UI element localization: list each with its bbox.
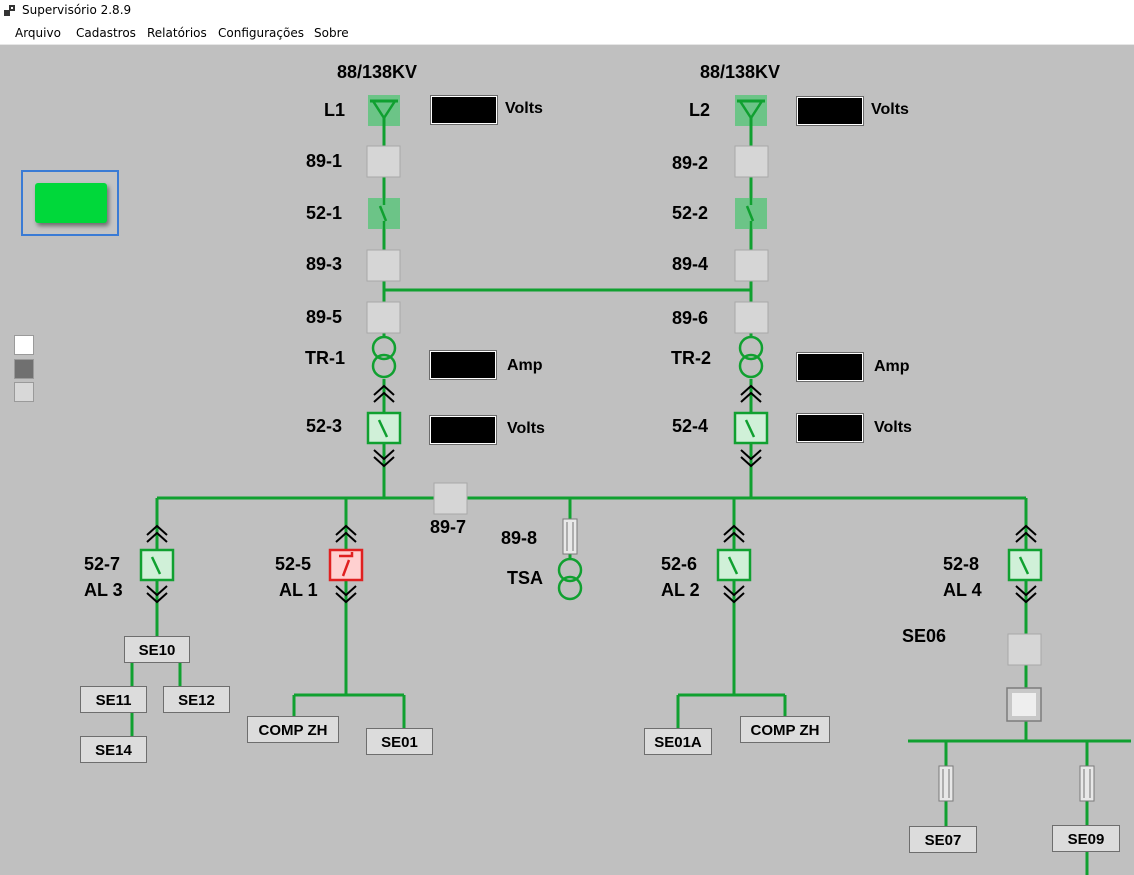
label-89-1: 89-1 — [306, 151, 343, 171]
label-al1: AL 1 — [279, 580, 318, 600]
disconnector-se06-lower-icon[interactable] — [1006, 687, 1042, 722]
substation-se12-button[interactable]: SE12 — [163, 686, 230, 713]
window-title: Supervisório 2.8.9 — [22, 3, 132, 17]
fuse-se09-icon[interactable] — [1079, 765, 1095, 802]
display-l1-voltage — [430, 95, 498, 125]
display-52-4-voltage — [796, 413, 864, 443]
label-89-8: 89-8 — [501, 528, 538, 548]
menu-sobre[interactable]: Sobre — [314, 26, 349, 40]
menu-relatorios[interactable]: Relatórios — [147, 26, 207, 40]
disconnector-89-2-icon[interactable] — [734, 145, 769, 178]
substation-comp-zh-2-button[interactable]: COMP ZH — [740, 716, 830, 743]
label-89-2: 89-2 — [672, 153, 709, 173]
breaker-52-1-icon[interactable] — [368, 198, 400, 229]
label-52-1: 52-1 — [306, 203, 343, 223]
substation-se01-button[interactable]: SE01 — [366, 728, 433, 755]
disconnector-89-4-icon[interactable] — [734, 249, 769, 282]
unit-tr1-amp: Amp — [507, 357, 543, 374]
disconnector-89-1-icon[interactable] — [366, 145, 401, 178]
label-al2: AL 2 — [661, 580, 700, 600]
label-89-6: 89-6 — [672, 308, 709, 328]
label-89-4: 89-4 — [672, 254, 709, 274]
label-89-5: 89-5 — [306, 307, 343, 327]
label-52-3: 52-3 — [306, 416, 343, 436]
label-89-7: 89-7 — [430, 517, 467, 537]
app-icon — [4, 5, 15, 16]
substation-se01a-button[interactable]: SE01A — [644, 728, 712, 755]
breaker-52-8-icon[interactable] — [1007, 548, 1043, 582]
bus-lines — [130, 96, 1131, 875]
label-al3: AL 3 — [84, 580, 123, 600]
voltage-label-right: 88/138KV — [700, 62, 781, 82]
label-52-7: 52-7 — [84, 554, 121, 574]
arrester-l1-icon[interactable] — [368, 95, 400, 126]
label-89-3: 89-3 — [306, 254, 343, 274]
label-tsa: TSA — [507, 568, 543, 588]
display-tr2-current — [796, 352, 864, 382]
substation-se10-button[interactable]: SE10 — [124, 636, 190, 663]
substation-se11-button[interactable]: SE11 — [80, 686, 147, 713]
legend-dark-square — [14, 359, 34, 379]
unit-52-4-volts: Volts — [874, 419, 912, 436]
unit-tr2-amp: Amp — [874, 358, 910, 375]
disconnector-se06-icon[interactable] — [1007, 633, 1042, 666]
menu-bar: Arquivo Cadastros Relatórios Configuraçõ… — [0, 22, 1134, 45]
fuse-89-8-icon[interactable] — [562, 518, 578, 555]
legend-white-square — [14, 335, 34, 355]
legend-light-square — [14, 382, 34, 402]
disconnector-89-5-icon[interactable] — [366, 301, 401, 334]
breaker-52-6-icon[interactable] — [716, 548, 752, 582]
menu-arquivo[interactable]: Arquivo — [15, 26, 61, 40]
display-tr1-current — [429, 350, 497, 380]
label-tr2: TR-2 — [671, 348, 711, 368]
fuse-se07-icon[interactable] — [938, 765, 954, 802]
label-l1: L1 — [324, 100, 346, 120]
label-52-6: 52-6 — [661, 554, 698, 574]
substation-comp-zh-1-button[interactable]: COMP ZH — [247, 716, 339, 743]
arrester-l2-icon[interactable] — [735, 95, 767, 126]
label-52-2: 52-2 — [672, 203, 709, 223]
label-tr1: TR-1 — [305, 348, 345, 368]
voltage-label-left: 88/138KV — [337, 62, 418, 82]
substation-se14-button[interactable]: SE14 — [80, 736, 147, 763]
status-led — [35, 183, 107, 223]
disconnector-89-3-icon[interactable] — [366, 249, 401, 282]
menu-cadastros[interactable]: Cadastros — [76, 26, 136, 40]
label-52-8: 52-8 — [943, 554, 980, 574]
substation-se09-button[interactable]: SE09 — [1052, 825, 1120, 852]
disconnector-89-6-icon[interactable] — [734, 301, 769, 334]
disconnector-89-7-icon[interactable] — [433, 482, 468, 515]
unit-l2-volts: Volts — [871, 101, 909, 118]
chevron-up-icon — [146, 385, 1037, 543]
status-indicator-button[interactable] — [21, 170, 119, 236]
label-52-5: 52-5 — [275, 554, 312, 574]
display-52-3-voltage — [429, 415, 497, 445]
transformer-tr2-icon[interactable] — [738, 335, 764, 379]
substation-se07-button[interactable]: SE07 — [909, 826, 977, 853]
breaker-52-3-icon[interactable] — [366, 411, 402, 445]
unit-l1-volts: Volts — [505, 100, 543, 117]
breaker-52-5-open-icon[interactable] — [328, 548, 364, 582]
breaker-52-2-icon[interactable] — [735, 198, 767, 229]
label-se06: SE06 — [902, 626, 947, 646]
display-l2-voltage — [796, 96, 864, 126]
label-al4: AL 4 — [943, 580, 982, 600]
label-52-4: 52-4 — [672, 416, 709, 436]
transformer-tr1-icon[interactable] — [371, 335, 397, 379]
menu-configuracoes[interactable]: Configurações — [218, 26, 304, 40]
label-l2: L2 — [689, 100, 711, 120]
breaker-52-7-icon[interactable] — [139, 548, 175, 582]
transformer-tsa-icon[interactable] — [557, 557, 583, 601]
title-bar: Supervisório 2.8.9 — [0, 0, 1134, 22]
unit-52-3-volts: Volts — [507, 420, 545, 437]
breaker-52-4-icon[interactable] — [733, 411, 769, 445]
